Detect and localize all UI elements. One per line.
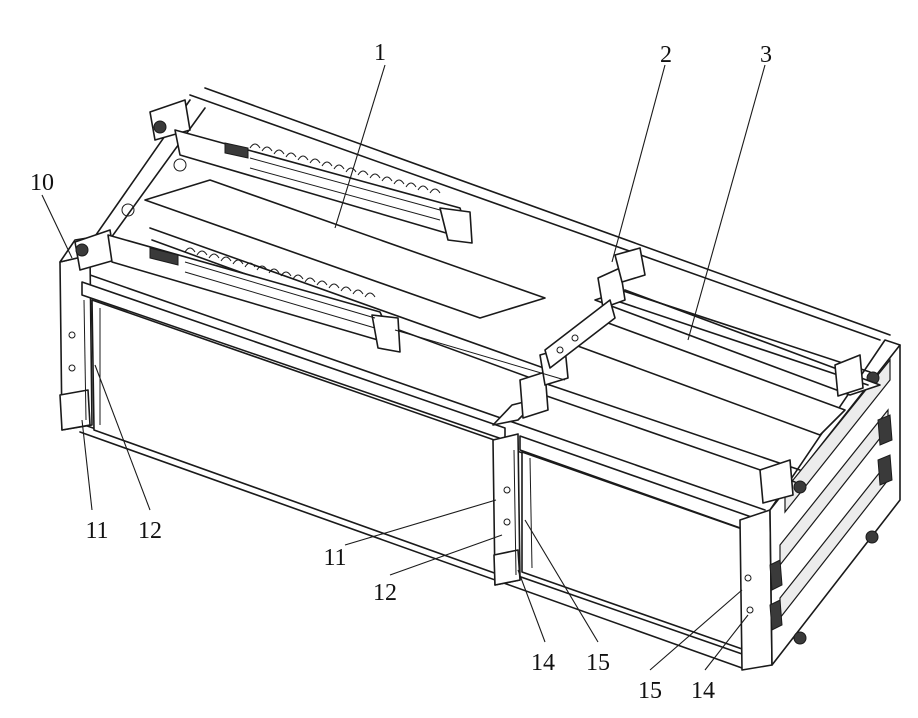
label-11-left: 11 — [85, 518, 108, 544]
label-11-mid: 11 — [323, 545, 346, 571]
label-12-mid: 12 — [373, 580, 397, 606]
label-14-mid: 14 — [531, 650, 555, 676]
label-15-mid: 15 — [586, 650, 610, 676]
label-3: 3 — [760, 42, 772, 68]
label-14-right: 14 — [691, 678, 715, 704]
label-1: 1 — [374, 40, 386, 66]
label-2: 2 — [660, 42, 672, 68]
label-15-right: 15 — [638, 678, 662, 704]
label-10: 10 — [30, 170, 54, 196]
label-12-left: 12 — [138, 518, 162, 544]
